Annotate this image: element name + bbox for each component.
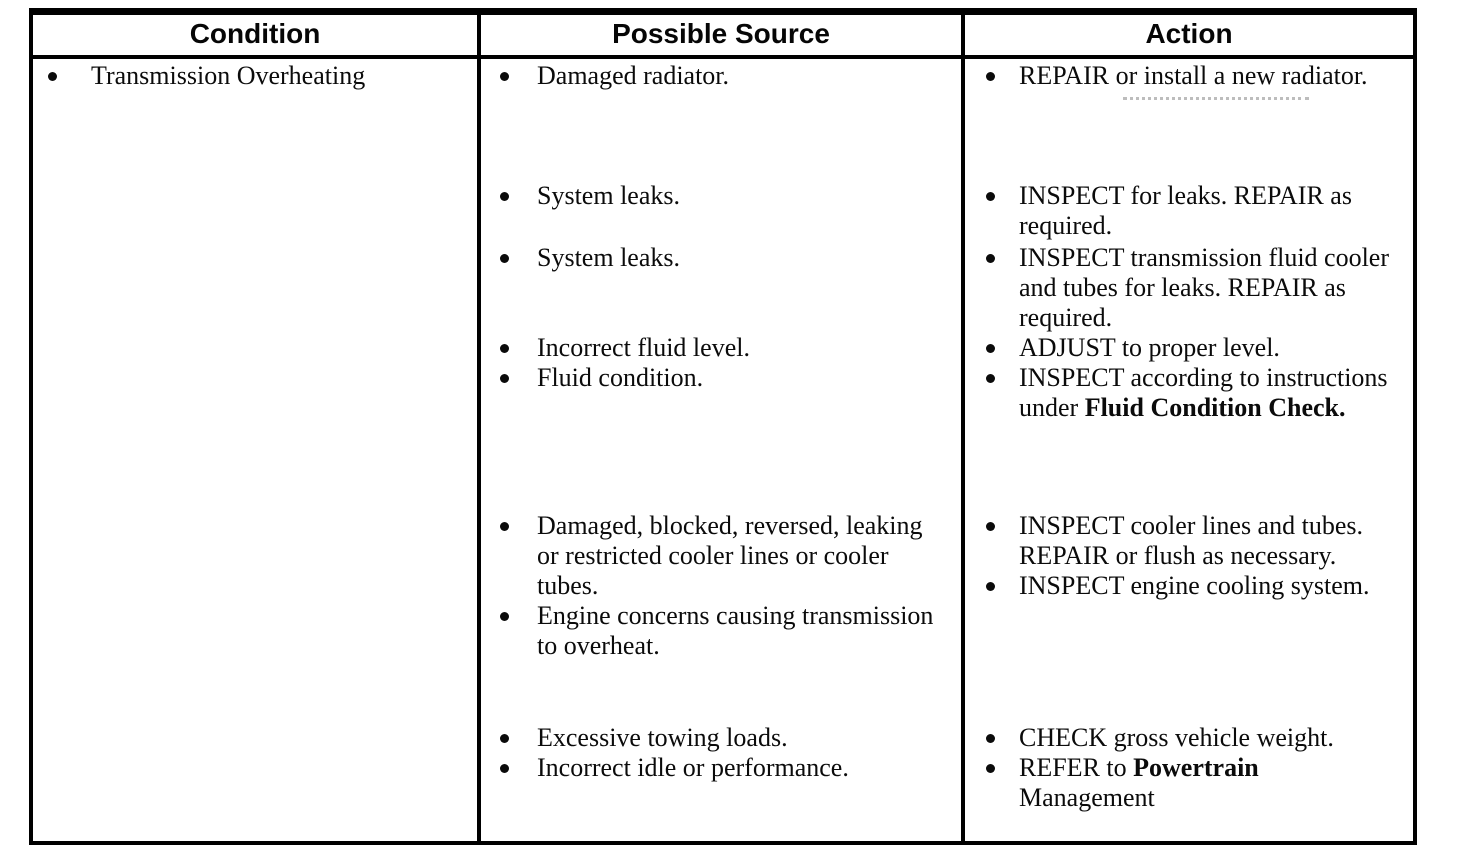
- bullet-icon: [986, 192, 995, 201]
- source-item: System leaks.: [481, 181, 961, 211]
- bullet-icon: [500, 374, 509, 383]
- condition-text: Transmission Overheating: [91, 61, 366, 90]
- bullet-icon: [500, 344, 509, 353]
- header-row: Condition Possible Source Action: [29, 8, 1417, 59]
- action-cell: REPAIR or install a new radiator. INSPEC…: [961, 55, 1417, 845]
- bullet-icon: [500, 72, 509, 81]
- bullet-icon: [986, 72, 995, 81]
- header-condition: Condition: [29, 8, 481, 59]
- action-text: INSPECT according to instructions under: [1019, 363, 1388, 422]
- diagnostic-table: Condition Possible Source Action Transmi…: [29, 8, 1417, 845]
- manual-reference: Fluid Condition Check.: [1084, 393, 1346, 422]
- action-item: CHECK gross vehicle weight.: [965, 723, 1413, 753]
- bullet-icon: [500, 254, 509, 263]
- source-text: Engine concerns causing transmission to …: [537, 601, 934, 660]
- bullet-icon: [986, 734, 995, 743]
- bullet-icon: [500, 522, 509, 531]
- bullet-icon: [500, 734, 509, 743]
- bullet-icon: [986, 254, 995, 263]
- action-item: INSPECT cooler lines and tubes. REPAIR o…: [965, 511, 1413, 571]
- action-item: REPAIR or install a new radiator.: [965, 61, 1413, 100]
- source-item: Fluid condition.: [481, 363, 961, 393]
- header-possible-source: Possible Source: [477, 8, 965, 59]
- source-item: System leaks.: [481, 243, 961, 273]
- action-item: INSPECT transmission fluid cooler and tu…: [965, 243, 1413, 333]
- source-text: Excessive towing loads.: [537, 723, 788, 752]
- bullet-icon: [986, 344, 995, 353]
- action-text: Management: [1019, 783, 1155, 812]
- bullet-icon: [986, 582, 995, 591]
- manual-reference: Powertrain: [1133, 753, 1259, 782]
- condition-cell: Transmission Overheating: [29, 55, 481, 845]
- source-item: Engine concerns causing transmission to …: [481, 601, 961, 661]
- source-text: System leaks.: [537, 181, 680, 210]
- bullet-icon: [986, 522, 995, 531]
- condition-item: Transmission Overheating: [33, 61, 477, 91]
- action-item: INSPECT for leaks. REPAIR as required.: [965, 181, 1413, 241]
- source-text: Damaged radiator.: [537, 61, 730, 90]
- action-text: CHECK gross vehicle weight.: [1019, 723, 1334, 752]
- source-text: System leaks.: [537, 243, 680, 272]
- bullet-icon: [500, 764, 509, 773]
- action-text: REFER to: [1019, 753, 1134, 782]
- bullet-icon: [48, 72, 57, 81]
- header-action: Action: [961, 8, 1417, 59]
- source-item: Incorrect idle or performance.: [481, 753, 961, 783]
- action-text: INSPECT transmission fluid cooler and tu…: [1019, 243, 1390, 332]
- bullet-icon: [986, 764, 995, 773]
- action-text: REPAIR or install a new radiator.: [1019, 61, 1368, 90]
- bullet-icon: [986, 374, 995, 383]
- source-text: Damaged, blocked, reversed, leaking or r…: [537, 511, 923, 600]
- source-text: Incorrect fluid level.: [537, 333, 750, 362]
- action-item: ADJUST to proper level.: [965, 333, 1413, 363]
- bullet-icon: [500, 192, 509, 201]
- source-item: Damaged, blocked, reversed, leaking or r…: [481, 511, 961, 601]
- action-item: REFER to Powertrain Management: [965, 753, 1413, 813]
- action-text: INSPECT for leaks. REPAIR as required.: [1019, 181, 1352, 240]
- source-item: Incorrect fluid level.: [481, 333, 961, 363]
- action-item: INSPECT engine cooling system.: [965, 571, 1413, 601]
- action-text: ADJUST to proper level.: [1019, 333, 1280, 362]
- source-item: Excessive towing loads.: [481, 723, 961, 753]
- possible-source-cell: Damaged radiator. System leaks. System l…: [477, 55, 965, 845]
- table-row: Transmission Overheating Damaged radiato…: [29, 55, 1417, 845]
- action-text: INSPECT cooler lines and tubes. REPAIR o…: [1019, 511, 1363, 570]
- bullet-icon: [500, 612, 509, 621]
- source-text: Incorrect idle or performance.: [537, 753, 849, 782]
- action-text: INSPECT engine cooling system.: [1019, 571, 1370, 600]
- action-item: INSPECT according to instructions under …: [965, 363, 1413, 423]
- source-text: Fluid condition.: [537, 363, 704, 392]
- scan-artifact-dots: [1123, 97, 1309, 100]
- source-item: Damaged radiator.: [481, 61, 961, 91]
